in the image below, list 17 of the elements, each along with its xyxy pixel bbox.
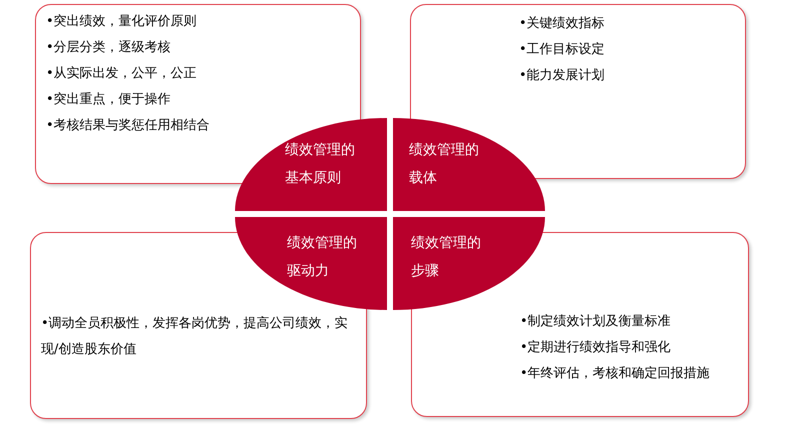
bullet-item: •考核结果与奖惩任用相结合 (46, 117, 211, 135)
bullet-item: •能力发展计划 (519, 67, 606, 85)
quadrant-label: 绩效管理的驱动力 (287, 234, 358, 281)
quadrant-label: 绩效管理的基本原则 (285, 141, 356, 188)
bullet-item: •突出绩效，量化评价原则 (46, 13, 198, 31)
bullet-item: •突出重点，便于操作 (46, 91, 172, 109)
bullet-item: •关键绩效指标 (519, 15, 606, 33)
quadrant-label: 绩效管理的载体 (409, 141, 480, 188)
bullet-item: •年终评估，考核和确定回报措施 (520, 365, 711, 383)
bullet-item: •分层分类，逐级考核 (46, 39, 172, 57)
bullet-item: •调动全员积极性，发挥各岗优势，提高公司绩效，实现/创造股东价值 (41, 315, 349, 359)
bullet-item: •定期进行绩效指导和强化 (520, 339, 672, 357)
quadrant-label: 绩效管理的步骤 (411, 234, 482, 281)
bullet-item: •工作目标设定 (519, 41, 606, 59)
bullet-item: •制定绩效计划及衡量标准 (520, 313, 672, 331)
bullet-item: •从实际出发，公平，公正 (46, 65, 198, 83)
rounded-card (35, 4, 361, 184)
